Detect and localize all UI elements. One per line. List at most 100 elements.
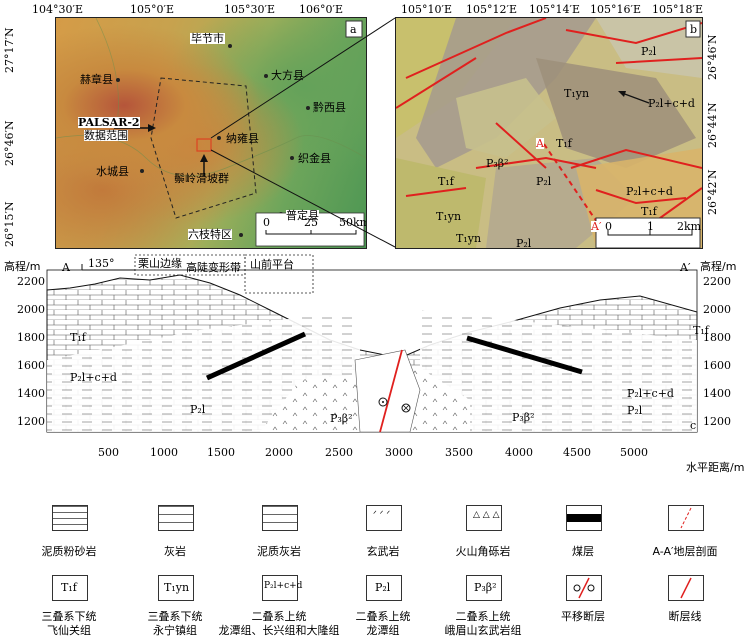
- legend-label-marl: 泥质灰岩: [257, 545, 301, 558]
- b-lon-3: 105°14′E: [529, 3, 581, 16]
- legend-label-siltstone: 泥质粉砂岩: [41, 545, 97, 558]
- b-lon-2: 105°12′E: [466, 3, 518, 16]
- b-lon-1: 105°10′E: [401, 3, 453, 16]
- place-zhijin: 织金县: [298, 152, 331, 165]
- coal-left: [205, 331, 307, 381]
- b-lat-1: 26°46′N: [706, 34, 719, 80]
- x-axis-title: 水平距离/m: [686, 461, 745, 474]
- scale-b-2: 2km: [677, 220, 702, 233]
- legend-marl: [262, 505, 298, 531]
- legend-strike-slip: [566, 575, 602, 601]
- legend-label-breccia: 火山角砾岩: [455, 545, 511, 558]
- sec-unit-8: T₁f: [693, 324, 709, 337]
- azimuth: 135°: [88, 257, 115, 270]
- ytick-r-1400: 1400: [703, 387, 731, 400]
- end-a2: A′: [680, 261, 691, 274]
- unit-b-10: T₁yn: [436, 210, 462, 223]
- legend-siltstone: [52, 505, 88, 531]
- place-shuicheng: 水城县: [96, 165, 129, 178]
- xtick-2000: 2000: [265, 446, 293, 459]
- zone-2: 高陡变形带: [186, 261, 241, 274]
- legend-p2l-l2: 龙潭组: [366, 624, 400, 637]
- xtick-5000: 5000: [620, 446, 648, 459]
- a-lon-2: 105°0′E: [130, 3, 175, 16]
- ytick-r-1800: 1800: [703, 331, 731, 344]
- ytick-r-2000: 2000: [703, 303, 731, 316]
- unit-b-8: T₁f: [641, 205, 657, 218]
- b-lon-4: 105°16′E: [590, 3, 642, 16]
- legend-fault: [668, 575, 704, 601]
- end-a: A: [62, 261, 70, 274]
- zone-1: 栗山边缘: [138, 257, 182, 270]
- unit-b-7: P₂l+c+d: [626, 185, 673, 198]
- legend-p3b2: P₃β²: [466, 575, 502, 601]
- ytick-l-1200: 1200: [17, 415, 45, 428]
- unit-b-11: T₁yn: [456, 232, 482, 245]
- legend-label-basalt: 玄武岩: [366, 545, 400, 558]
- panel-a-dem-map: 毕节市 赫章县 大方县 黔西县 纳雍县 织金县 水城县 普定县 六枝特区 PAL…: [55, 17, 367, 249]
- panel-b-label: b: [690, 23, 698, 36]
- legend-t1f: T₁f: [52, 575, 88, 601]
- ytick-r-1200: 1200: [703, 415, 731, 428]
- sec-unit-6: P₂l+c+d: [627, 387, 674, 400]
- section-a-marker: A: [536, 137, 544, 150]
- b-lon-5: 105°18′E: [652, 3, 704, 16]
- legend-breccia: △ △ △: [466, 505, 502, 531]
- panel-b-overlay: [396, 18, 702, 248]
- section-a2-marker: A′: [591, 220, 602, 233]
- legend-t1f-l2: 飞仙关组: [47, 624, 91, 637]
- a-lon-3: 105°30′E: [224, 3, 276, 16]
- landslide-box: [196, 138, 212, 152]
- xtick-2500: 2500: [325, 446, 353, 459]
- legend-p2l-l1: 二叠系上统: [355, 610, 411, 623]
- unit-b-1: P₂l: [641, 45, 657, 58]
- panel-a-label: a: [350, 23, 357, 36]
- ytick-r-1600: 1600: [703, 359, 731, 372]
- ytick-l-2000: 2000: [17, 303, 45, 316]
- palsar-sublabel: 数据范围: [84, 129, 128, 142]
- xtick-4000: 4000: [505, 446, 533, 459]
- a-lon-4: 106°0′E: [299, 3, 344, 16]
- place-hezhang: 赫章县: [80, 73, 113, 86]
- legend-label-limestone: 灰岩: [164, 545, 186, 558]
- xtick-3500: 3500: [445, 446, 473, 459]
- panel-b-geology-map: P₂l T₁yn P₂l+c+d T₁f P₃β² P₂l P₂l+c+d T₁…: [395, 17, 703, 249]
- xtick-500: 500: [98, 446, 119, 459]
- legend-p3b2-l2: 峨眉山玄武岩组: [444, 624, 522, 637]
- scale-b-0: 0: [605, 220, 612, 233]
- xtick-1500: 1500: [207, 446, 235, 459]
- place-bijie: 毕节市: [190, 32, 225, 45]
- unit-b-5: P₃β²: [486, 157, 509, 170]
- legend-p2l: P₂l: [366, 575, 402, 601]
- legend-limestone: [158, 505, 194, 531]
- unit-b-2: T₁yn: [564, 87, 590, 100]
- legend-section-line: [668, 505, 704, 531]
- xtick-3000: 3000: [385, 446, 413, 459]
- scale-a-50: 50km: [339, 216, 367, 229]
- palsar-label: PALSAR-2: [78, 116, 140, 129]
- xtick-4500: 4500: [563, 446, 591, 459]
- ytick-l-2200: 2200: [17, 275, 45, 288]
- cross-section: [46, 254, 698, 433]
- connector-lines: [210, 17, 396, 248]
- unit-b-12: P₂l: [516, 237, 532, 249]
- legend-p2lcd-l2: 龙潭组、长兴组和大隆组: [218, 624, 340, 637]
- xtick-1000: 1000: [150, 446, 178, 459]
- legend-label-section: A-A′地层剖面: [652, 545, 718, 558]
- legend-p2lcd: P₂l+c+d: [262, 575, 302, 601]
- ytick-l-1800: 1800: [17, 331, 45, 344]
- legend-basalt: ᐟ ᐟ ᐟ: [366, 505, 402, 531]
- place-qianxi: 黔西县: [313, 101, 346, 114]
- scale-a-25: 25: [304, 216, 318, 229]
- ytick-l-1600: 1600: [17, 359, 45, 372]
- a-lon-1: 104°30′E: [32, 3, 84, 16]
- unit-b-3: P₂l+c+d: [648, 97, 695, 110]
- ytick-l-1400: 1400: [17, 387, 45, 400]
- sec-unit-7: P₂l: [627, 404, 643, 417]
- coal-right: [466, 335, 583, 375]
- sec-unit-4: P₃β²: [330, 412, 353, 425]
- sec-unit-3: P₂l: [190, 403, 206, 416]
- unit-b-4: T₁f: [556, 137, 572, 150]
- unit-b-6: P₂l: [536, 175, 552, 188]
- legend-p2lcd-l1: 二叠系上统: [251, 610, 307, 623]
